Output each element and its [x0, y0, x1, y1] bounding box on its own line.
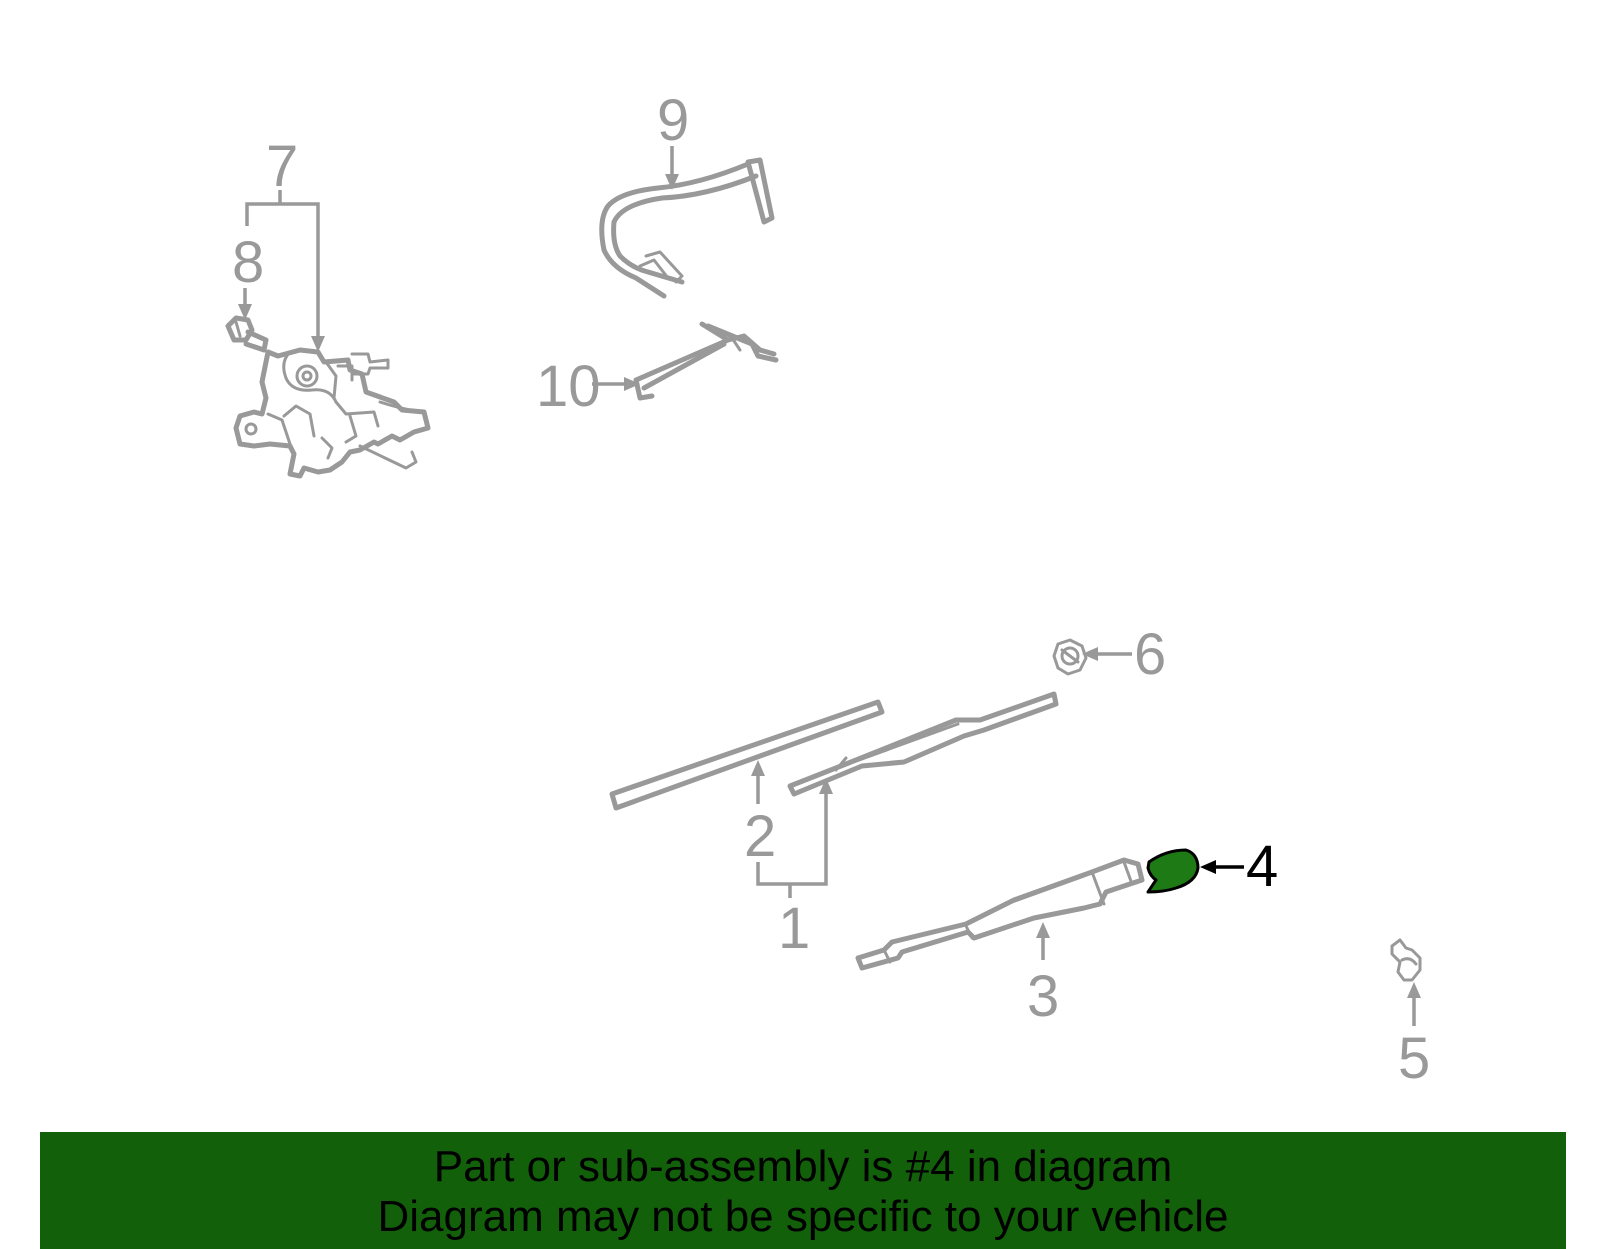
- leader-4: [1200, 860, 1244, 874]
- callout-5: 5: [1398, 1026, 1430, 1091]
- callout-6: 6: [1134, 622, 1166, 687]
- part-4-highlight: [1146, 848, 1200, 894]
- part-4-arm-cap[interactable]: [1146, 848, 1200, 894]
- leader-1: [756, 778, 833, 898]
- leader-10: [592, 377, 640, 391]
- callout-3: 3: [1027, 964, 1059, 1029]
- info-banner: Part or sub-assembly is #4 in diagram Di…: [40, 1132, 1566, 1249]
- part-1-wiper-blade[interactable]: [787, 691, 1059, 797]
- leader-3: [1036, 922, 1050, 960]
- leader-6: [1082, 647, 1132, 661]
- banner-line-1: Part or sub-assembly is #4 in diagram: [433, 1142, 1173, 1191]
- part-2-blade-insert[interactable]: [609, 699, 885, 811]
- leader-2: [751, 760, 765, 804]
- callout-9: 9: [657, 88, 689, 153]
- callout-1: 1: [778, 896, 810, 961]
- part-8-bolt[interactable]: [225, 315, 269, 353]
- callout-10: 10: [536, 354, 601, 419]
- part-9-hose[interactable]: [599, 157, 775, 299]
- callout-7: 7: [266, 134, 298, 199]
- part-6-nut[interactable]: [1052, 638, 1088, 676]
- part-7-wiper-motor[interactable]: [233, 347, 431, 479]
- callout-8: 8: [232, 230, 264, 295]
- callout-2: 2: [744, 804, 776, 869]
- leader-9: [665, 146, 679, 190]
- leader-8: [238, 288, 252, 320]
- part-3-wiper-arm[interactable]: [855, 857, 1145, 971]
- callout-4: 4: [1246, 834, 1278, 899]
- leader-5: [1407, 982, 1421, 1026]
- leader-7: [245, 190, 325, 352]
- part-5-clip[interactable]: [1390, 938, 1422, 982]
- part-10-connector[interactable]: [633, 321, 779, 401]
- banner-line-2: Diagram may not be specific to your vehi…: [377, 1192, 1229, 1241]
